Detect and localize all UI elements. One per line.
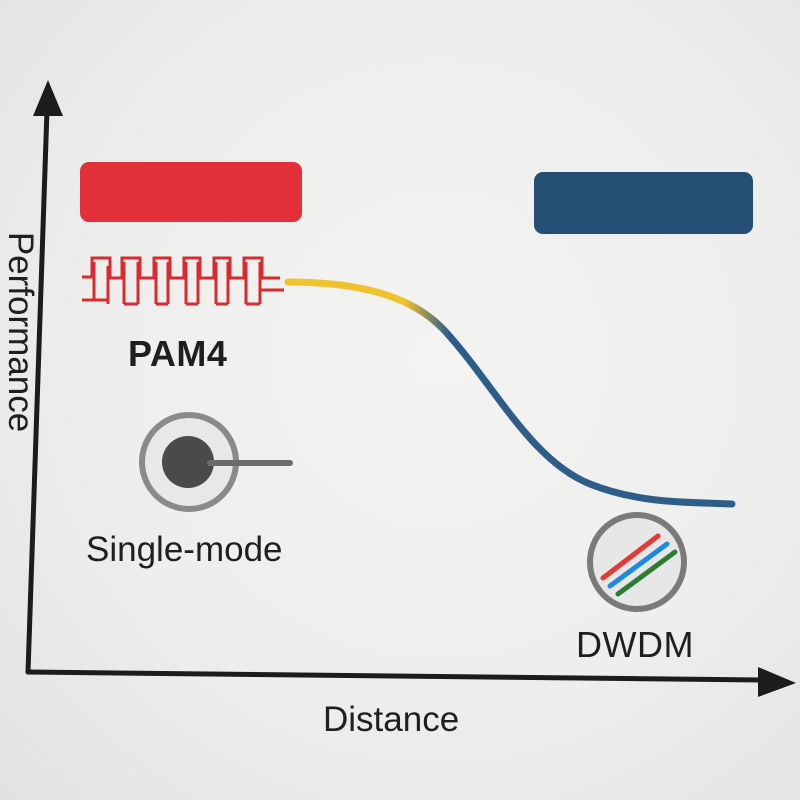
dwdm-label: DWDM	[576, 624, 694, 665]
single-mode-label: Single-mode	[86, 530, 283, 569]
y-axis-label: Performance	[1, 231, 41, 433]
wavelength-lines-icon	[587, 512, 687, 612]
dwdm-bar	[534, 172, 753, 234]
x-axis-line	[25, 669, 765, 683]
y-axis-line	[25, 107, 50, 675]
square-wave-icon-lower	[82, 262, 284, 306]
y-axis-arrowhead	[33, 80, 63, 116]
pam4-label: PAM4	[128, 333, 228, 374]
x-axis-label: Distance	[323, 700, 460, 739]
fiber-cross-section-icon	[139, 412, 293, 512]
x-axis-arrowhead	[758, 667, 796, 697]
performance-curve	[284, 278, 736, 508]
square-wave-icon	[82, 256, 280, 280]
pam4-bar	[80, 162, 302, 222]
